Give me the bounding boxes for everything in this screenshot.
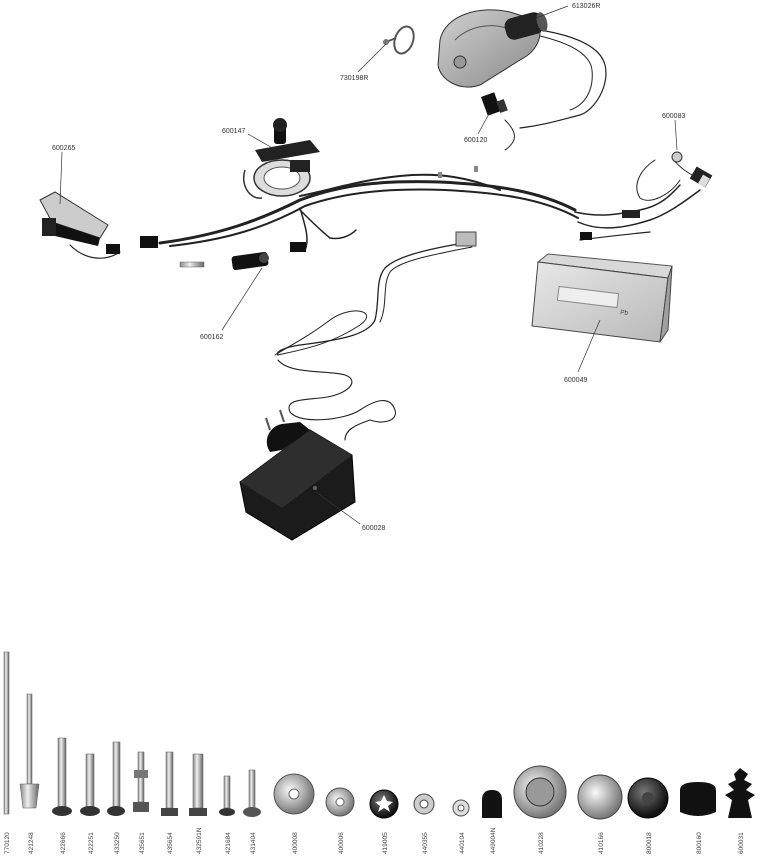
svg-text:Pb: Pb (620, 309, 629, 317)
part-code-label: 433250 (114, 832, 121, 854)
part-code-label: 410166 (598, 832, 605, 854)
part-code-label: 431404 (250, 832, 257, 854)
part-code-label: 800018 (646, 832, 653, 854)
part-code-label: 600031 (738, 832, 745, 854)
part-code-label: 435651 (139, 832, 146, 854)
clip-part (383, 25, 415, 55)
part-code-label: 440355 (422, 832, 429, 854)
push-button (231, 251, 269, 271)
part-code-label: 422666 (60, 832, 67, 854)
connectors-small (140, 166, 640, 268)
part-code-label: 422251 (88, 832, 95, 854)
wiring-harness (69, 29, 701, 441)
charger (239, 409, 356, 541)
leader-lines (59, 5, 678, 525)
battery: Pb (531, 253, 673, 343)
part-code-label: 400008 (292, 832, 299, 854)
foot-pedal (39, 191, 120, 254)
callout-switch: 600147 (222, 128, 245, 135)
part-code-label: 435654 (167, 832, 174, 854)
part-code-labels: 770120 421248 422666 422251 433250 435651 4356… (4, 827, 745, 854)
part-code-label: 770120 (4, 832, 11, 854)
wire-connector (481, 92, 508, 116)
part-code-label: 400006 (338, 832, 345, 854)
callout-clip: 730198R (340, 75, 368, 82)
part-code-label: 432591N (196, 827, 203, 854)
part-code-label: 419005 (382, 832, 389, 854)
callout-button: 600162 (200, 334, 223, 341)
callout-motor: 613026R (572, 3, 600, 10)
part-code-label: 800160 (696, 832, 703, 854)
callout-light: 600083 (662, 113, 685, 120)
callout-connector: 600120 (464, 137, 487, 144)
part-code-label: 410228 (538, 832, 545, 854)
callout-labels: 613026R 730198R 600120 600147 600265 600… (52, 3, 685, 532)
motor-gearbox (437, 9, 548, 88)
part-code-label: 421684 (225, 832, 232, 854)
part-code-label: 440104 (459, 832, 466, 854)
part-code-label: 449004N (490, 827, 497, 854)
part-code-label: 421248 (28, 832, 35, 854)
hardware-row (3, 651, 755, 820)
light-assembly (671, 151, 713, 188)
callout-pedal: 600265 (52, 145, 75, 152)
callout-charger: 600028 (362, 525, 385, 532)
steering-switch (243, 118, 320, 199)
callout-battery: 600049 (564, 377, 587, 384)
